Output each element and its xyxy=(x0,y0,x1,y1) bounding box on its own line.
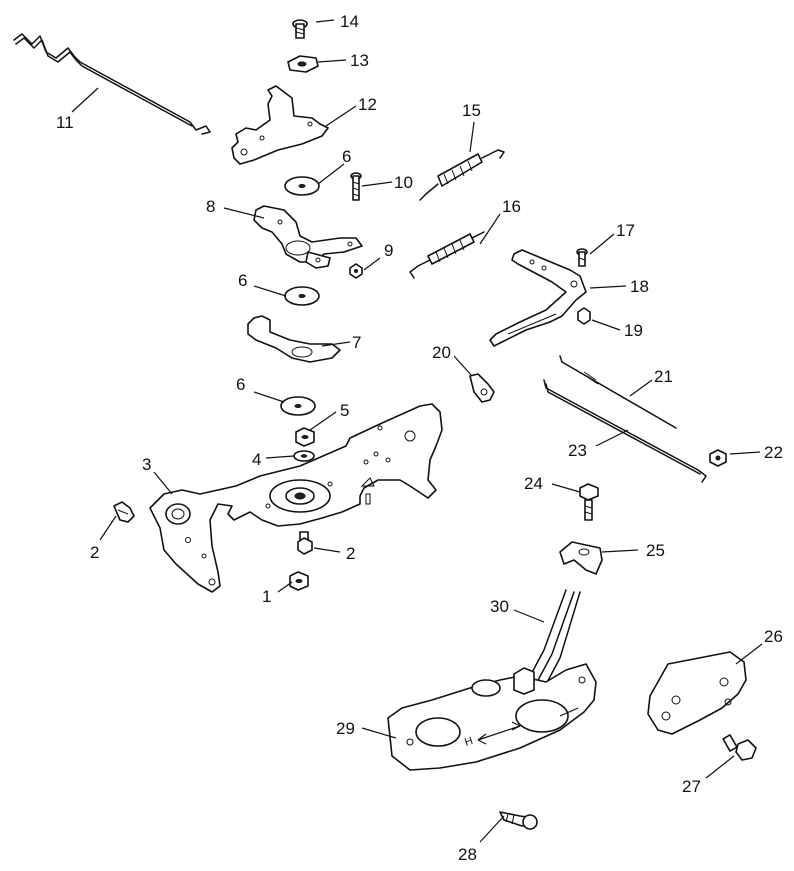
label-10: 10 xyxy=(394,173,413,192)
part-8-lever xyxy=(253,205,363,269)
label-26: 26 xyxy=(764,627,783,646)
part-3-main-bracket xyxy=(149,403,443,593)
label-5: 5 xyxy=(340,401,349,420)
part-14-screw xyxy=(292,19,308,39)
part-24-bolt xyxy=(579,483,599,521)
part-13-washer xyxy=(287,55,319,73)
label-6-top: 6 xyxy=(342,147,351,166)
part-30-cables xyxy=(527,589,581,689)
label-2-left: 2 xyxy=(90,543,99,562)
label-1: 1 xyxy=(262,587,271,606)
label-25: 25 xyxy=(646,541,665,560)
label-13: 13 xyxy=(350,51,369,70)
part-23-rod xyxy=(543,379,707,483)
label-6-lower: 6 xyxy=(236,375,245,394)
part-22-nut xyxy=(709,449,727,467)
label-21: 21 xyxy=(654,367,673,386)
part-5-nut xyxy=(295,427,315,447)
label-28: 28 xyxy=(458,845,477,864)
part-16-spring xyxy=(409,231,485,279)
part-10-screw xyxy=(350,172,362,201)
housing-h-mark: H xyxy=(463,735,474,749)
part-28-screw xyxy=(499,811,538,830)
label-4: 4 xyxy=(252,450,261,469)
label-17: 17 xyxy=(616,221,635,240)
label-3: 3 xyxy=(142,455,151,474)
label-29: 29 xyxy=(336,719,355,738)
label-11: 11 xyxy=(56,113,74,132)
label-15: 15 xyxy=(462,101,481,120)
part-7-plate xyxy=(247,315,341,363)
part-4-washer xyxy=(293,450,315,462)
label-23: 23 xyxy=(568,441,587,460)
part-2-bolt-center xyxy=(297,531,313,555)
part-18-lever-bracket xyxy=(489,249,587,347)
part-29-control-housing xyxy=(387,663,597,771)
label-20: 20 xyxy=(432,343,451,362)
label-6-middle: 6 xyxy=(238,271,247,290)
part-25-clamp xyxy=(559,541,603,575)
label-30: 30 xyxy=(490,597,509,616)
label-24: 24 xyxy=(524,474,543,493)
part-26-plate xyxy=(647,651,747,735)
part-number-labels: 14 13 12 11 15 6 10 8 9 16 17 18 19 6 7 … xyxy=(56,12,783,864)
part-6-washer-top xyxy=(284,176,320,196)
label-16: 16 xyxy=(502,197,521,216)
label-27: 27 xyxy=(682,777,701,796)
label-9: 9 xyxy=(384,241,393,260)
label-19: 19 xyxy=(624,321,643,340)
label-7: 7 xyxy=(352,333,361,352)
label-22: 22 xyxy=(764,443,783,462)
label-12: 12 xyxy=(358,95,377,114)
part-9-nut xyxy=(349,263,363,279)
part-6-washer-middle xyxy=(284,286,320,306)
part-11-wire-link xyxy=(13,33,211,135)
label-18: 18 xyxy=(630,277,649,296)
label-2-center: 2 xyxy=(346,544,355,563)
leader-lines xyxy=(71,19,763,843)
part-19-nut xyxy=(577,307,591,325)
part-27-bolt xyxy=(722,734,757,761)
part-17-screw xyxy=(576,248,588,267)
part-2-bolt-left xyxy=(113,501,135,523)
part-15-spring xyxy=(419,149,505,201)
part-12-bracket xyxy=(231,85,329,165)
part-6-washer-lower xyxy=(280,396,316,416)
label-14: 14 xyxy=(340,12,359,31)
label-8: 8 xyxy=(206,197,215,216)
part-21-thin-rod xyxy=(559,355,677,429)
part-1-nut xyxy=(289,571,309,591)
part-20-clip xyxy=(469,373,495,403)
